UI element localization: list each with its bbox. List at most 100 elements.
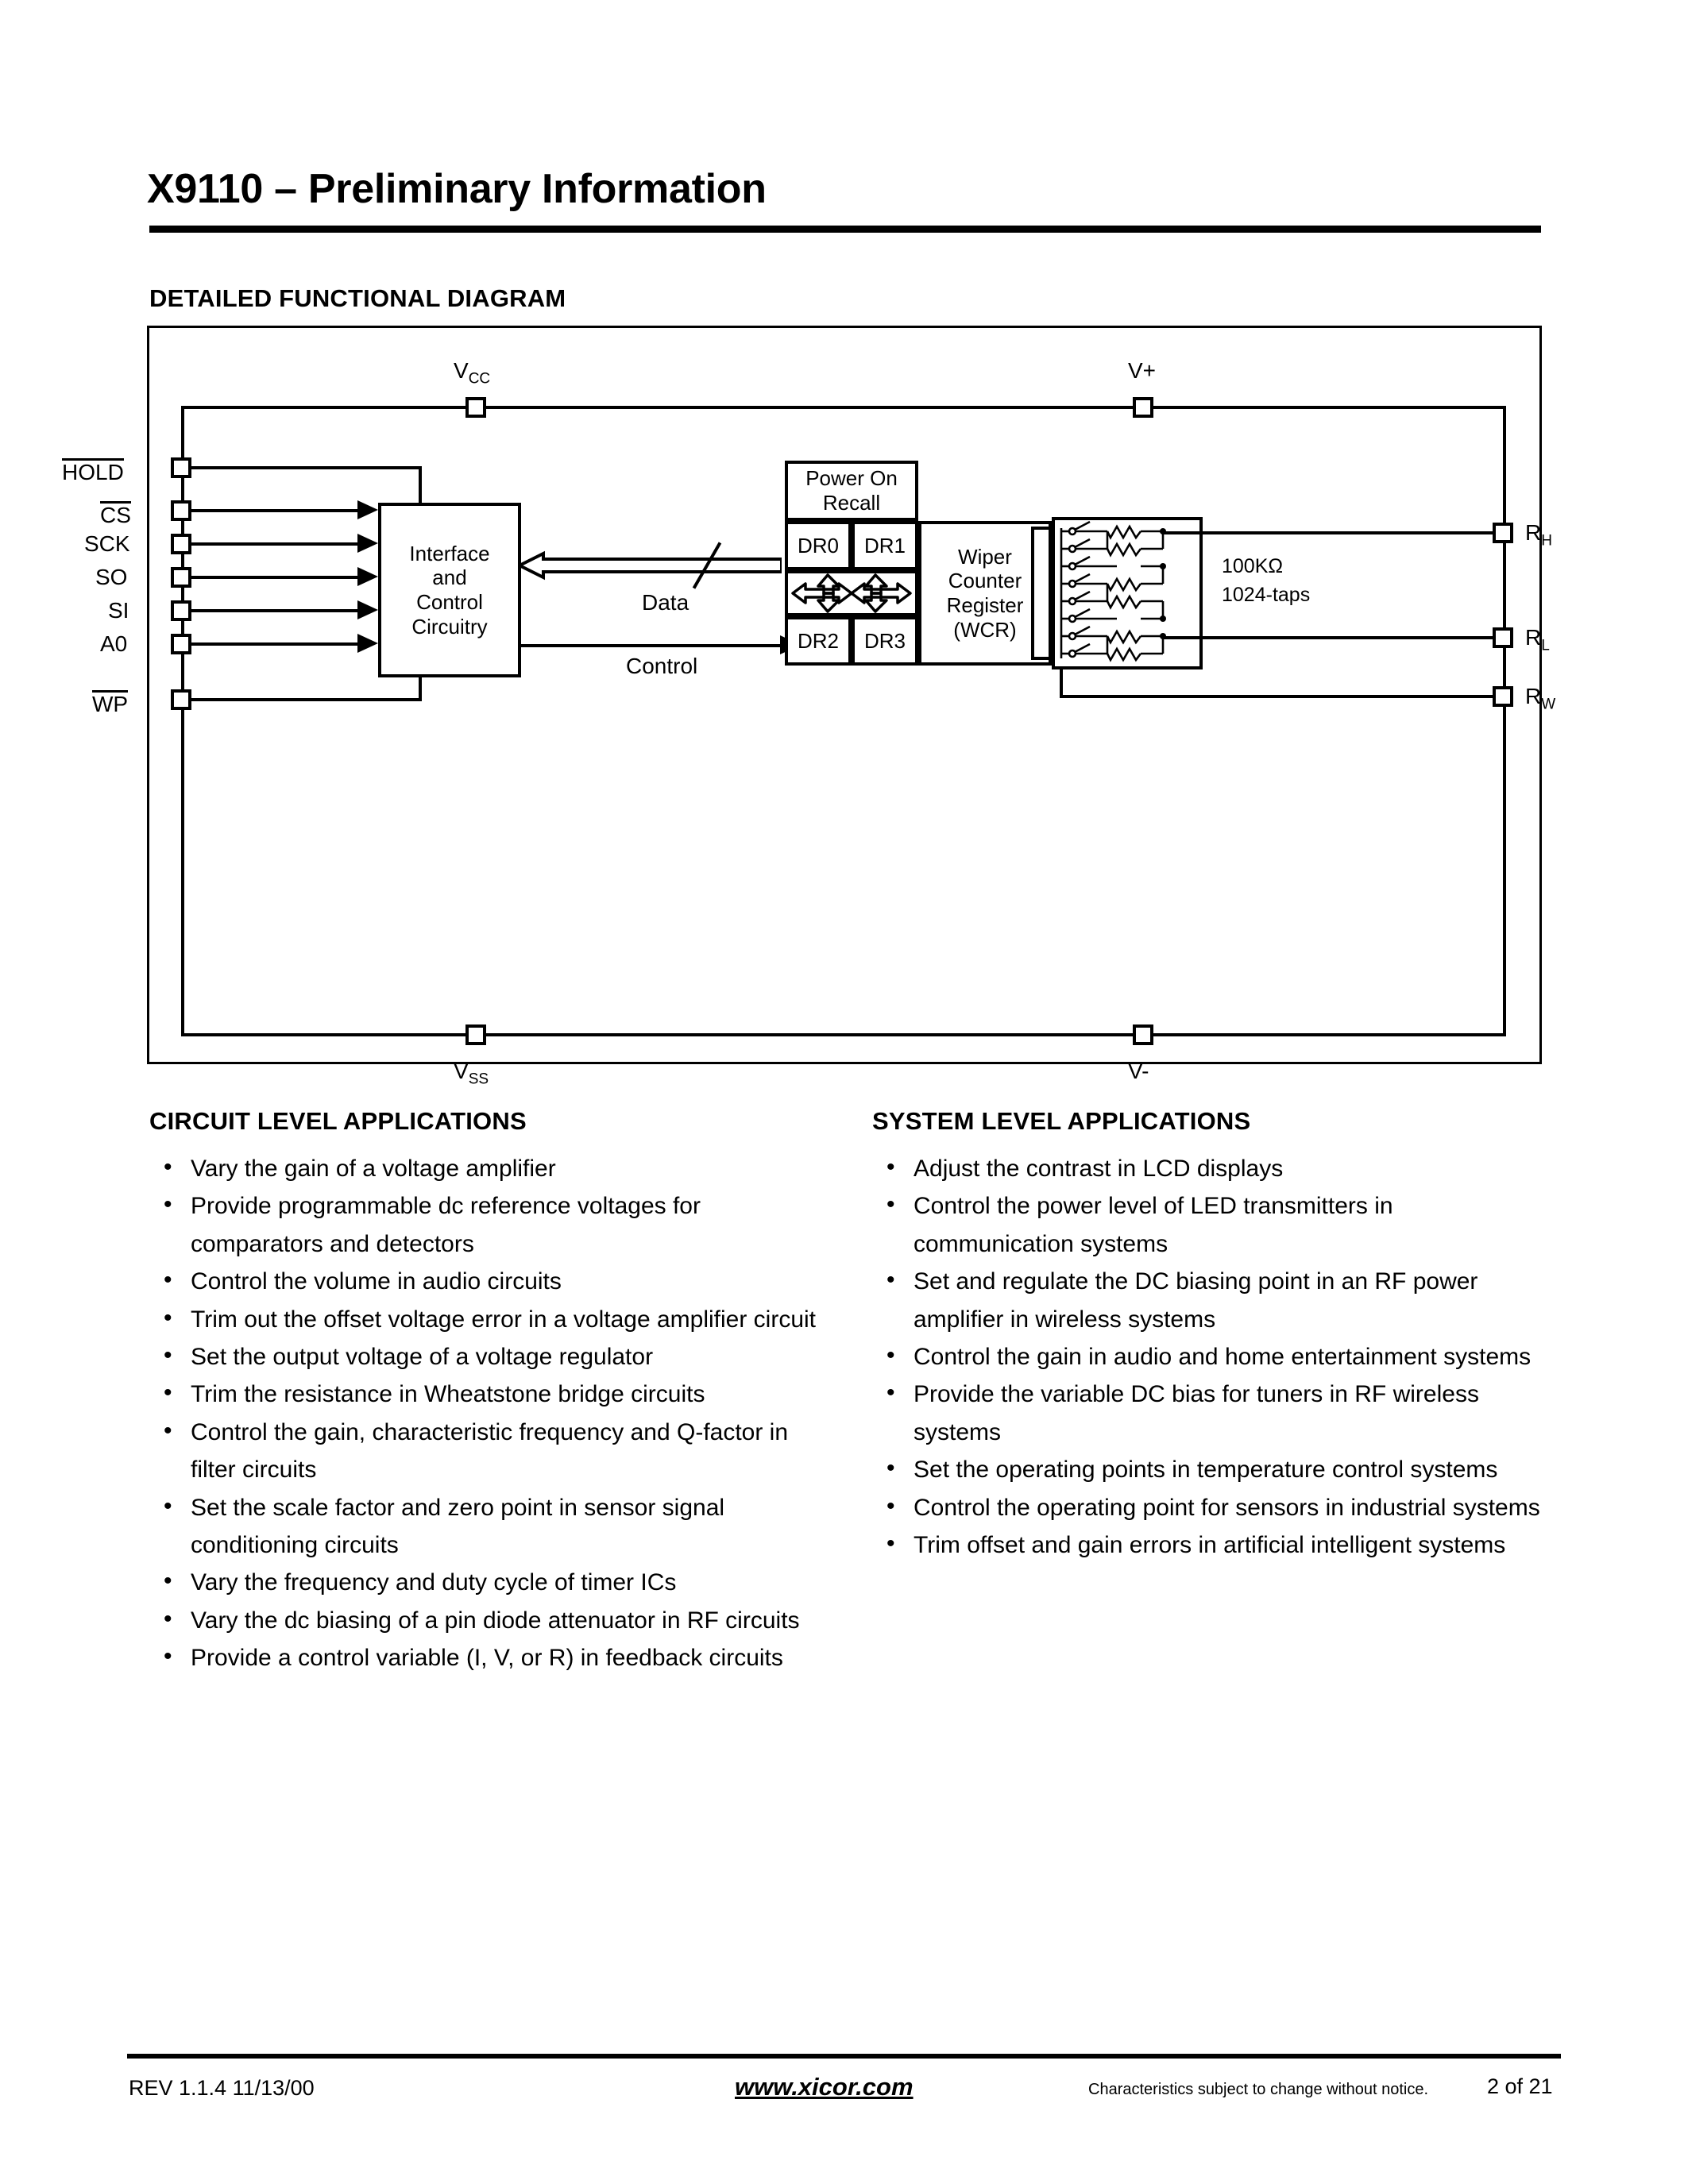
application-list-item: Set and regulate the DC biasing point in… [882, 1261, 1549, 1338]
functional-diagram: VCC V+ VSS V- HOLD CS SCK [62, 326, 1555, 1087]
footer-notice: Characteristics subject to change withou… [1088, 2081, 1428, 2098]
pin-si [171, 600, 191, 621]
wire-wcr-to-array-bottom [1031, 657, 1055, 660]
pin-label-hold: HOLD [62, 458, 124, 484]
wire-sck [191, 542, 360, 546]
wire-si [191, 609, 360, 612]
pin-hold [171, 457, 191, 478]
vss-subscript: SS [468, 1071, 489, 1088]
wire-a0 [191, 642, 360, 646]
application-list-item: Trim the resistance in Wheatstone bridge… [159, 1374, 826, 1413]
rh-text: R [1525, 520, 1542, 545]
arrow-si [357, 600, 378, 619]
wire-hold-down [419, 466, 422, 504]
footer-page-number: 2 of 21 [1487, 2074, 1553, 2098]
register-dr1: DR1 [852, 521, 918, 570]
pin-rw [1493, 686, 1513, 707]
control-label: Control [626, 654, 698, 678]
pin-label-rw: RW [1525, 685, 1555, 712]
rw-text: R [1525, 684, 1542, 708]
pin-label-si: SI [108, 598, 129, 623]
register-dr0: DR0 [785, 521, 852, 570]
diagram-section-heading: DETAILED FUNCTIONAL DIAGRAM [149, 284, 566, 312]
wire-rh [1163, 531, 1501, 534]
pin-label-cs: CS [100, 501, 131, 527]
cs-text: CS [100, 501, 131, 527]
application-list-item: Vary the dc biasing of a pin diode atten… [159, 1600, 826, 1639]
resistor-array-box [1052, 517, 1203, 669]
pin-so [171, 567, 191, 588]
vss-text: V [454, 1059, 469, 1083]
wp-text: WP [92, 690, 129, 716]
wire-wp [191, 698, 422, 701]
dr1-label: DR1 [863, 533, 906, 558]
rl-subscript: L [1541, 637, 1550, 654]
wire-hold [191, 466, 422, 469]
wire-so [191, 576, 360, 579]
arrow-so [357, 567, 378, 586]
pin-label-vss: VSS [454, 1060, 489, 1087]
pin-vminus [1133, 1024, 1153, 1045]
wire-rl [1163, 636, 1501, 639]
wire-rw-down [1060, 669, 1063, 698]
pin-label-rh: RH [1525, 522, 1552, 549]
wire-rw [1060, 695, 1501, 698]
pin-label-vplus: V+ [1128, 358, 1157, 383]
resistor-value-label: 100KΩ [1222, 555, 1284, 577]
pin-label-rl: RL [1525, 627, 1550, 654]
left-rail-vertical [181, 406, 184, 1036]
application-list-item: Set the operating points in temperature … [882, 1449, 1549, 1488]
pin-rh [1493, 523, 1513, 543]
bottom-power-rail [181, 1033, 1506, 1036]
pin-sck [171, 534, 191, 554]
rw-subscript: W [1541, 696, 1556, 713]
footer-divider [127, 2054, 1561, 2059]
application-list-item: Trim offset and gain errors in artificia… [882, 1525, 1549, 1564]
top-power-rail [181, 406, 1506, 409]
right-rail-vertical [1503, 406, 1506, 1036]
pin-a0 [171, 634, 191, 654]
application-list-item: Control the power level of LED transmitt… [882, 1186, 1549, 1263]
application-list-item: Set the scale factor and zero point in s… [159, 1488, 826, 1565]
wire-wcr-to-array-top [1031, 527, 1055, 530]
system-applications-heading: SYSTEM LEVEL APPLICATIONS [872, 1107, 1251, 1135]
application-list-item: Control the gain in audio and home enter… [882, 1337, 1549, 1376]
footer-revision: REV 1.1.4 11/13/00 [129, 2076, 315, 2100]
data-bus-arrow [520, 550, 782, 581]
pin-vss [465, 1024, 486, 1045]
pin-label-so: SO [95, 565, 128, 589]
pin-rl [1493, 627, 1513, 648]
application-list-item: Vary the gain of a voltage amplifier [159, 1148, 826, 1187]
circuit-applications-heading: CIRCUIT LEVEL APPLICATIONS [149, 1107, 527, 1135]
dr0-label: DR0 [797, 533, 839, 558]
wire-cs [191, 509, 360, 512]
system-applications-list: Adjust the contrast in LCD displaysContr… [882, 1148, 1549, 1564]
application-list-item: Vary the frequency and duty cycle of tim… [159, 1562, 826, 1601]
application-list-item: Trim out the offset voltage error in a v… [159, 1299, 826, 1338]
multi-direction-arrow-icon [791, 573, 912, 613]
arrow-a0 [357, 634, 378, 653]
application-list-item: Provide the variable DC bias for tuners … [882, 1374, 1549, 1451]
application-list-item: Control the volume in audio circuits [159, 1261, 826, 1300]
application-list-item: Set the output voltage of a voltage regu… [159, 1337, 826, 1376]
pin-vcc [465, 397, 486, 418]
application-list-item: Adjust the contrast in LCD displays [882, 1148, 1549, 1187]
hold-text: HOLD [62, 458, 124, 484]
pin-cs [171, 500, 191, 521]
wire-wp-up [419, 660, 422, 698]
pin-label-vcc: VCC [454, 360, 490, 387]
application-list-item: Provide programmable dc reference voltag… [159, 1186, 826, 1263]
footer-url-link[interactable]: www.xicor.com [735, 2073, 914, 2101]
resistor-ladder-schematic [1060, 520, 1166, 662]
rl-text: R [1525, 625, 1542, 650]
register-dr3: DR3 [852, 616, 918, 666]
arrow-sck [357, 534, 378, 553]
data-bus-label: Data [642, 590, 689, 615]
